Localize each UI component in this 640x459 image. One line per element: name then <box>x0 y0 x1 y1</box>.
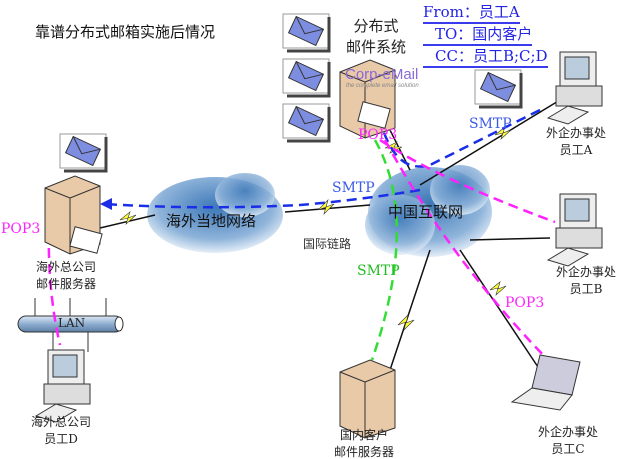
laptop-c-icon <box>510 354 581 411</box>
pop3-label-c: POP3 <box>505 295 545 311</box>
label-line: 分布式 <box>353 17 399 35</box>
computer-d-icon <box>35 349 91 423</box>
lan-label: LAN <box>58 316 86 330</box>
label-line: 国内客户 <box>340 428 389 442</box>
mail-to: TO：国内客户 <box>423 25 533 46</box>
smtp-label-domestic: SMTP <box>357 263 400 279</box>
corp-email-logo: Corp-eMail <box>345 66 418 83</box>
envelope-icon <box>69 226 103 254</box>
label-line: 员工B <box>569 282 603 296</box>
mail-cc: CC：员工B;C;D <box>423 47 548 68</box>
employee-b-label: 外企办事处员工B <box>556 264 616 298</box>
pop3-flow-b <box>379 138 556 224</box>
envelope-icon <box>357 101 391 129</box>
employee-d-label: 海外总公司员工D <box>31 414 91 448</box>
label-line: 邮件服务器 <box>334 445 395 459</box>
label-line: 邮件服务器 <box>36 277 97 291</box>
label-line: 员工D <box>44 432 78 446</box>
distributed-system-label: 分布式邮件系统 <box>346 16 406 58</box>
label-line: 邮件系统 <box>346 38 407 56</box>
overseas-network-label: 海外当地网络 <box>166 212 257 230</box>
overseas-server-label: 海外总公司邮件服务器 <box>36 259 96 293</box>
label-line: 员工C <box>551 442 585 456</box>
label-line: 海外总公司 <box>31 415 92 429</box>
smtp-flow-a-to-server <box>378 108 541 168</box>
label-line: 外企办事处 <box>556 265 617 279</box>
label-line: 外企办事处 <box>546 126 607 140</box>
network-links <box>99 99 561 371</box>
lightning-icons <box>119 126 512 331</box>
pop3-label-overseas: POP3 <box>1 221 41 237</box>
page-title: 靠谱分布式邮箱实施后情况 <box>35 23 216 41</box>
international-link-label: 国际链路 <box>303 237 352 251</box>
arrow-icon <box>100 198 112 210</box>
smtp-flow-to-overseas <box>104 188 421 209</box>
smtp-label-overseas: SMTP <box>332 180 375 196</box>
label-line: 海外总公司 <box>36 260 97 274</box>
domestic-server-label: 国内客户邮件服务器 <box>334 427 394 459</box>
computer-b-icon <box>547 193 603 267</box>
pop3-label-top: POP3 <box>358 127 398 143</box>
china-internet-cloud <box>365 165 492 257</box>
mail-from: From：员工A <box>423 3 520 24</box>
corp-email-tagline: the complete email solution <box>346 83 419 89</box>
china-internet-label: 中国互联网 <box>388 203 464 221</box>
label-line: 外企办事处 <box>538 425 599 439</box>
label-line: 员工A <box>559 143 593 157</box>
lan-pipe <box>17 298 124 352</box>
employee-c-label: 外企办事处员工C <box>538 424 598 458</box>
smtp-label-a: SMTP <box>469 116 512 132</box>
pop3-flow-c <box>383 139 551 363</box>
employee-a-label: 外企办事处员工A <box>546 125 606 159</box>
computer-a-icon <box>547 51 603 125</box>
smtp-flow-domestic <box>370 139 398 361</box>
